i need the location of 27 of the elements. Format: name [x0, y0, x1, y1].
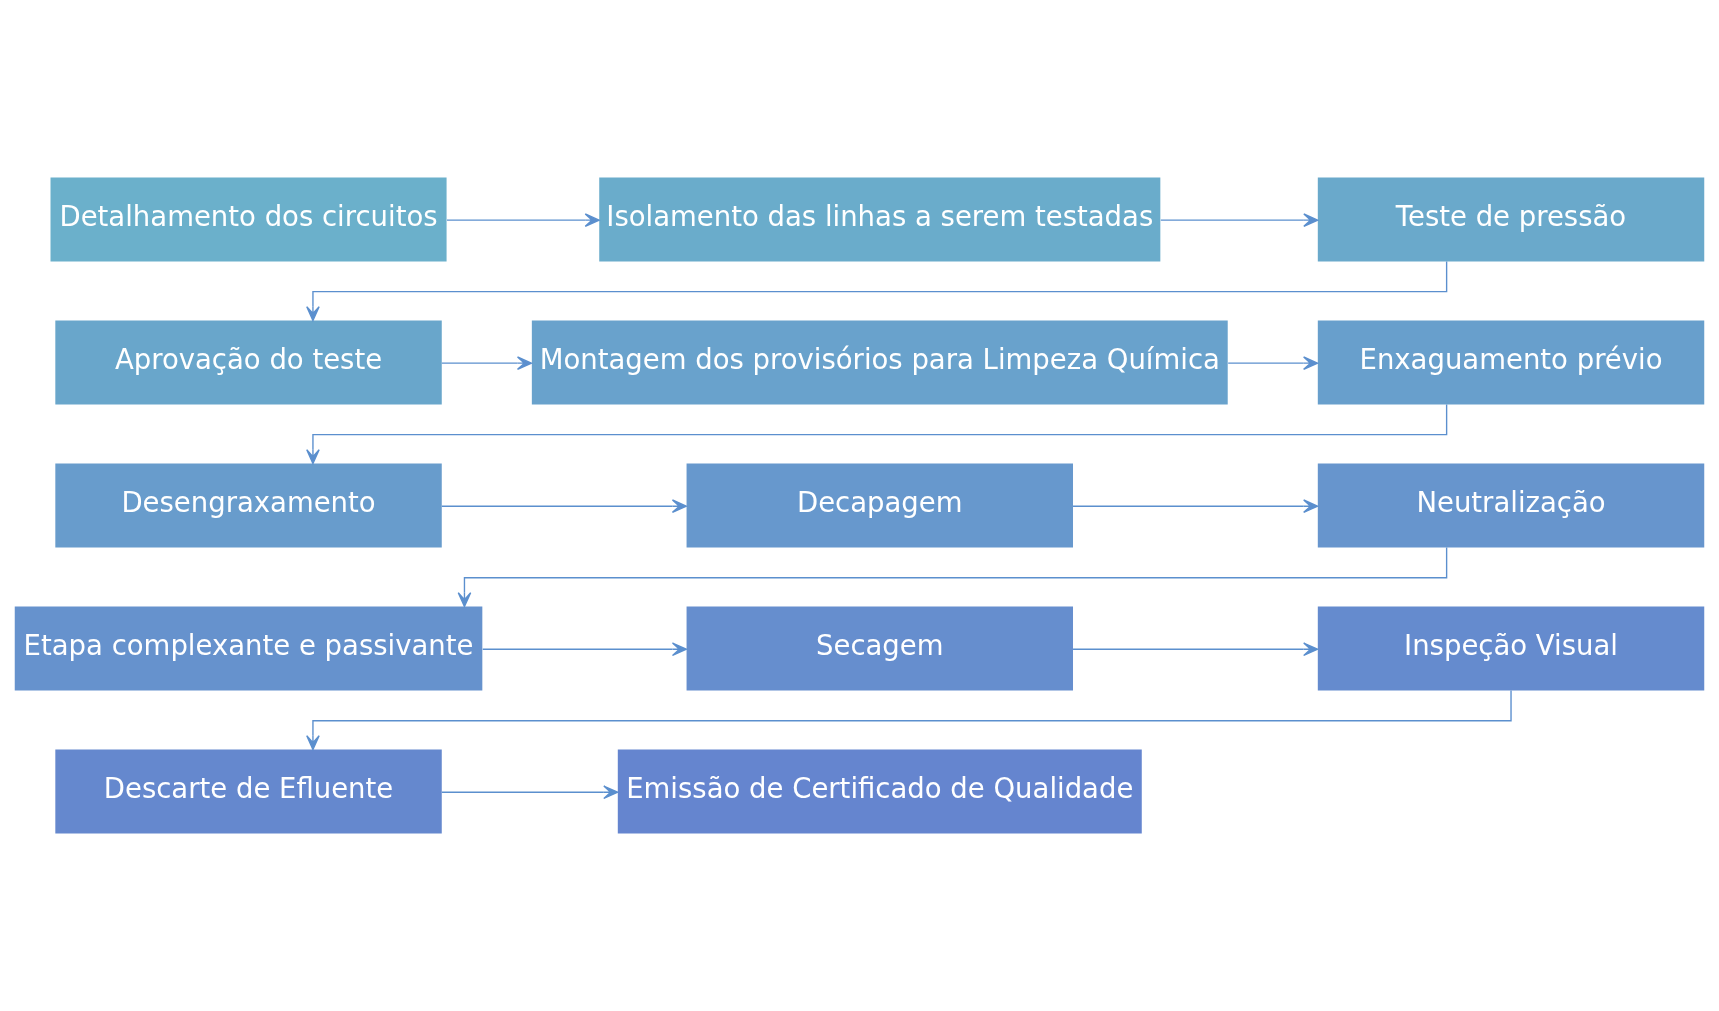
node-box: Teste de pressão: [1317, 177, 1705, 262]
arrow: [306, 260, 1448, 322]
node-box: Isolamento das linhas a serem testadas: [599, 177, 1161, 262]
arrow: [446, 213, 600, 227]
arrow: [441, 356, 532, 371]
arrow: [306, 689, 1512, 751]
node-box: Emissão de Certificado de Qualidade: [617, 749, 1142, 834]
node-box: Desengraxamento: [55, 463, 442, 548]
node-box: Decapagem: [686, 463, 1073, 548]
arrow: [1072, 499, 1319, 514]
arrow: [1160, 213, 1319, 227]
arrow: [1072, 642, 1319, 657]
node-box: Inspeção Visual: [1317, 606, 1705, 691]
arrow: [441, 785, 619, 800]
arrow: [457, 546, 1448, 608]
node-box: Secagem: [686, 606, 1073, 691]
node-box: Enxaguamento prévio: [1317, 320, 1705, 405]
arrow: [482, 642, 687, 657]
arrow: [1227, 356, 1319, 371]
node-box: Aprovação do teste: [55, 320, 442, 405]
arrow: [306, 403, 1448, 465]
arrow: [441, 499, 687, 514]
node-box: Detalhamento dos circuitos: [50, 177, 447, 262]
node-box: Montagem dos provisórios para Limpeza Química: [531, 320, 1228, 405]
node-box: Descarte de Efluente: [55, 749, 442, 834]
node-box: Neutralização: [1317, 463, 1705, 548]
node-box: Etapa complexante e passivante: [14, 606, 483, 691]
